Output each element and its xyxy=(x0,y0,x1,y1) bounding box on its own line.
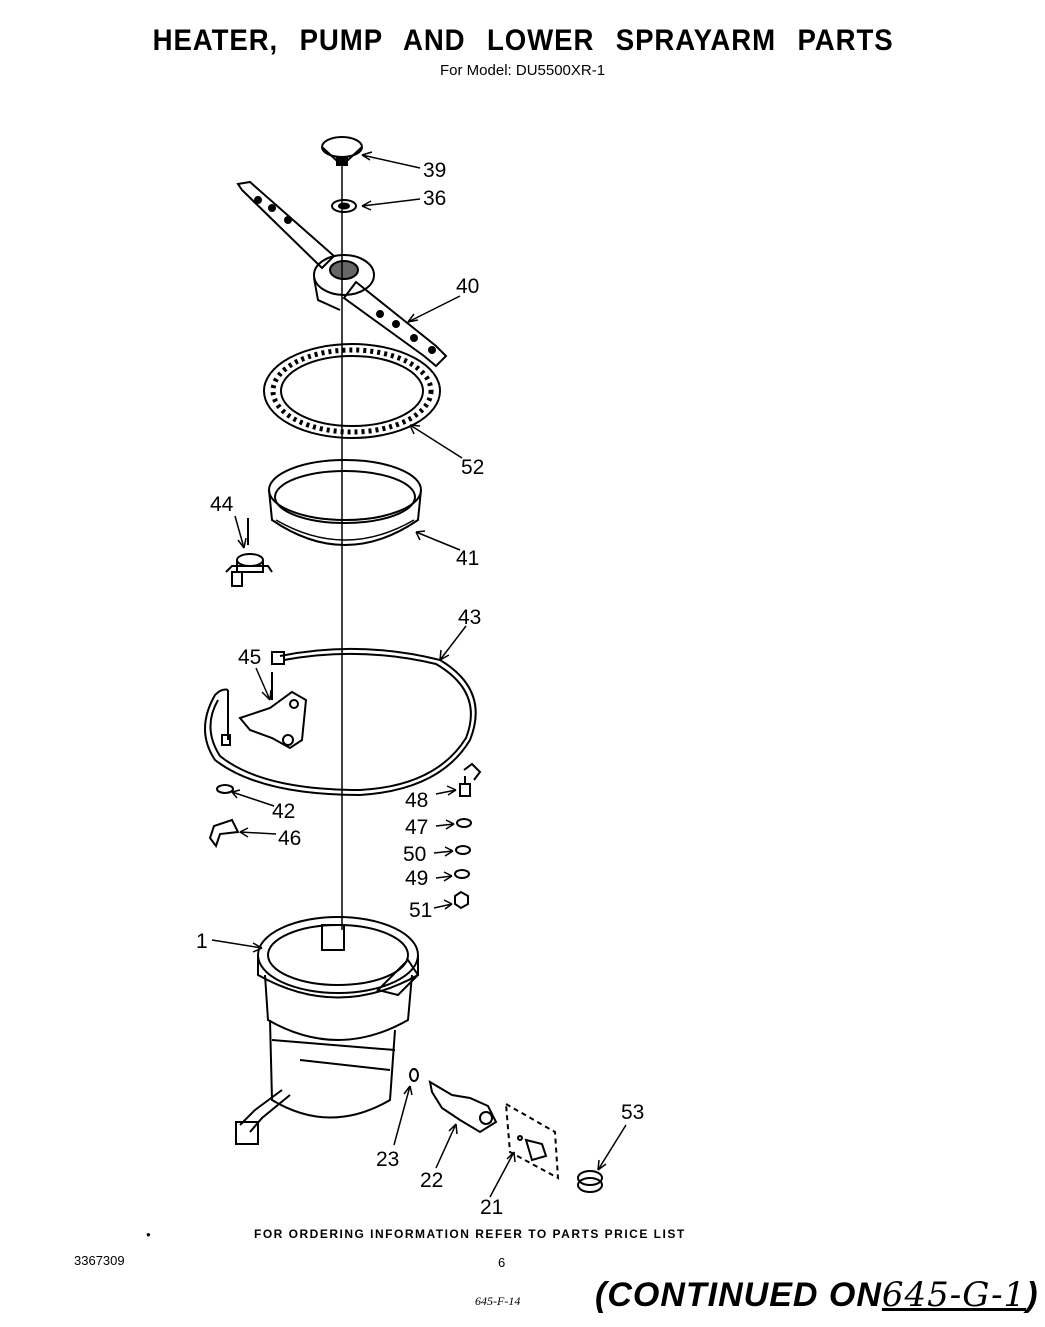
callout-48: 48 xyxy=(405,789,428,812)
part-53-clamp xyxy=(577,1170,603,1193)
model-subtitle: For Model: DU5500XR-1 xyxy=(440,62,606,79)
part-51-nut xyxy=(454,890,469,910)
callout-41: 41 xyxy=(456,547,479,570)
part-22-check-valve xyxy=(428,1079,498,1134)
part-47-washer xyxy=(456,818,472,828)
callout-50: 50 xyxy=(403,843,426,866)
callout-22: 22 xyxy=(420,1169,443,1192)
part-52-filter-ring xyxy=(263,343,441,439)
part-36-washer xyxy=(331,199,357,213)
callout-52: 52 xyxy=(461,456,484,479)
callout-44: 44 xyxy=(210,493,234,516)
callout-43: 43 xyxy=(458,606,481,629)
reference-code: 645-F-14 xyxy=(475,1294,521,1308)
part-48-screw xyxy=(459,776,471,797)
callout-40: 40 xyxy=(456,275,479,298)
callout-46: 46 xyxy=(278,827,301,850)
part-41-gasket xyxy=(268,459,422,546)
part-39-cap xyxy=(321,136,363,166)
bullet-mark: ● xyxy=(146,1230,151,1239)
part-49-washer xyxy=(454,869,470,879)
callout-53: 53 xyxy=(621,1101,644,1124)
callout-51: 51 xyxy=(409,899,432,922)
part-50-washer xyxy=(455,845,471,855)
part-45-bracket xyxy=(238,672,308,750)
callout-39: 39 xyxy=(423,159,446,182)
part-40-sprayarm xyxy=(236,180,448,368)
part-42-washer xyxy=(216,784,234,794)
ordering-info: FOR ORDERING INFORMATION REFER TO PARTS … xyxy=(254,1227,686,1241)
page-title: HEATER, PUMP AND LOWER SPRAYARM PARTS xyxy=(152,24,894,57)
callout-1: 1 xyxy=(196,930,208,953)
continued-note: (CONTINUED ON645-G-1) xyxy=(595,1275,1039,1315)
callout-leaders xyxy=(211,151,627,1198)
callout-21: 21 xyxy=(480,1196,503,1219)
part-46-clip xyxy=(208,818,240,849)
part-1-pump-motor xyxy=(235,916,420,1145)
continued-target: 645-G-1 xyxy=(881,1275,1027,1315)
callout-42: 42 xyxy=(272,800,295,823)
callout-23: 23 xyxy=(376,1148,399,1171)
callout-36: 36 xyxy=(423,187,446,210)
page-number: 6 xyxy=(498,1255,506,1270)
part-21-fitting xyxy=(504,1102,560,1180)
part-44-thermostat xyxy=(225,518,273,587)
callout-45: 45 xyxy=(238,646,261,669)
document-number: 3367309 xyxy=(74,1253,125,1268)
continued-prefix: (CONTINUED ON xyxy=(595,1276,882,1314)
callout-49: 49 xyxy=(405,867,428,890)
part-43-heater xyxy=(204,647,482,797)
continued-suffix: ) xyxy=(1026,1276,1039,1314)
part-23-oring xyxy=(409,1068,419,1082)
callout-47: 47 xyxy=(405,816,428,839)
